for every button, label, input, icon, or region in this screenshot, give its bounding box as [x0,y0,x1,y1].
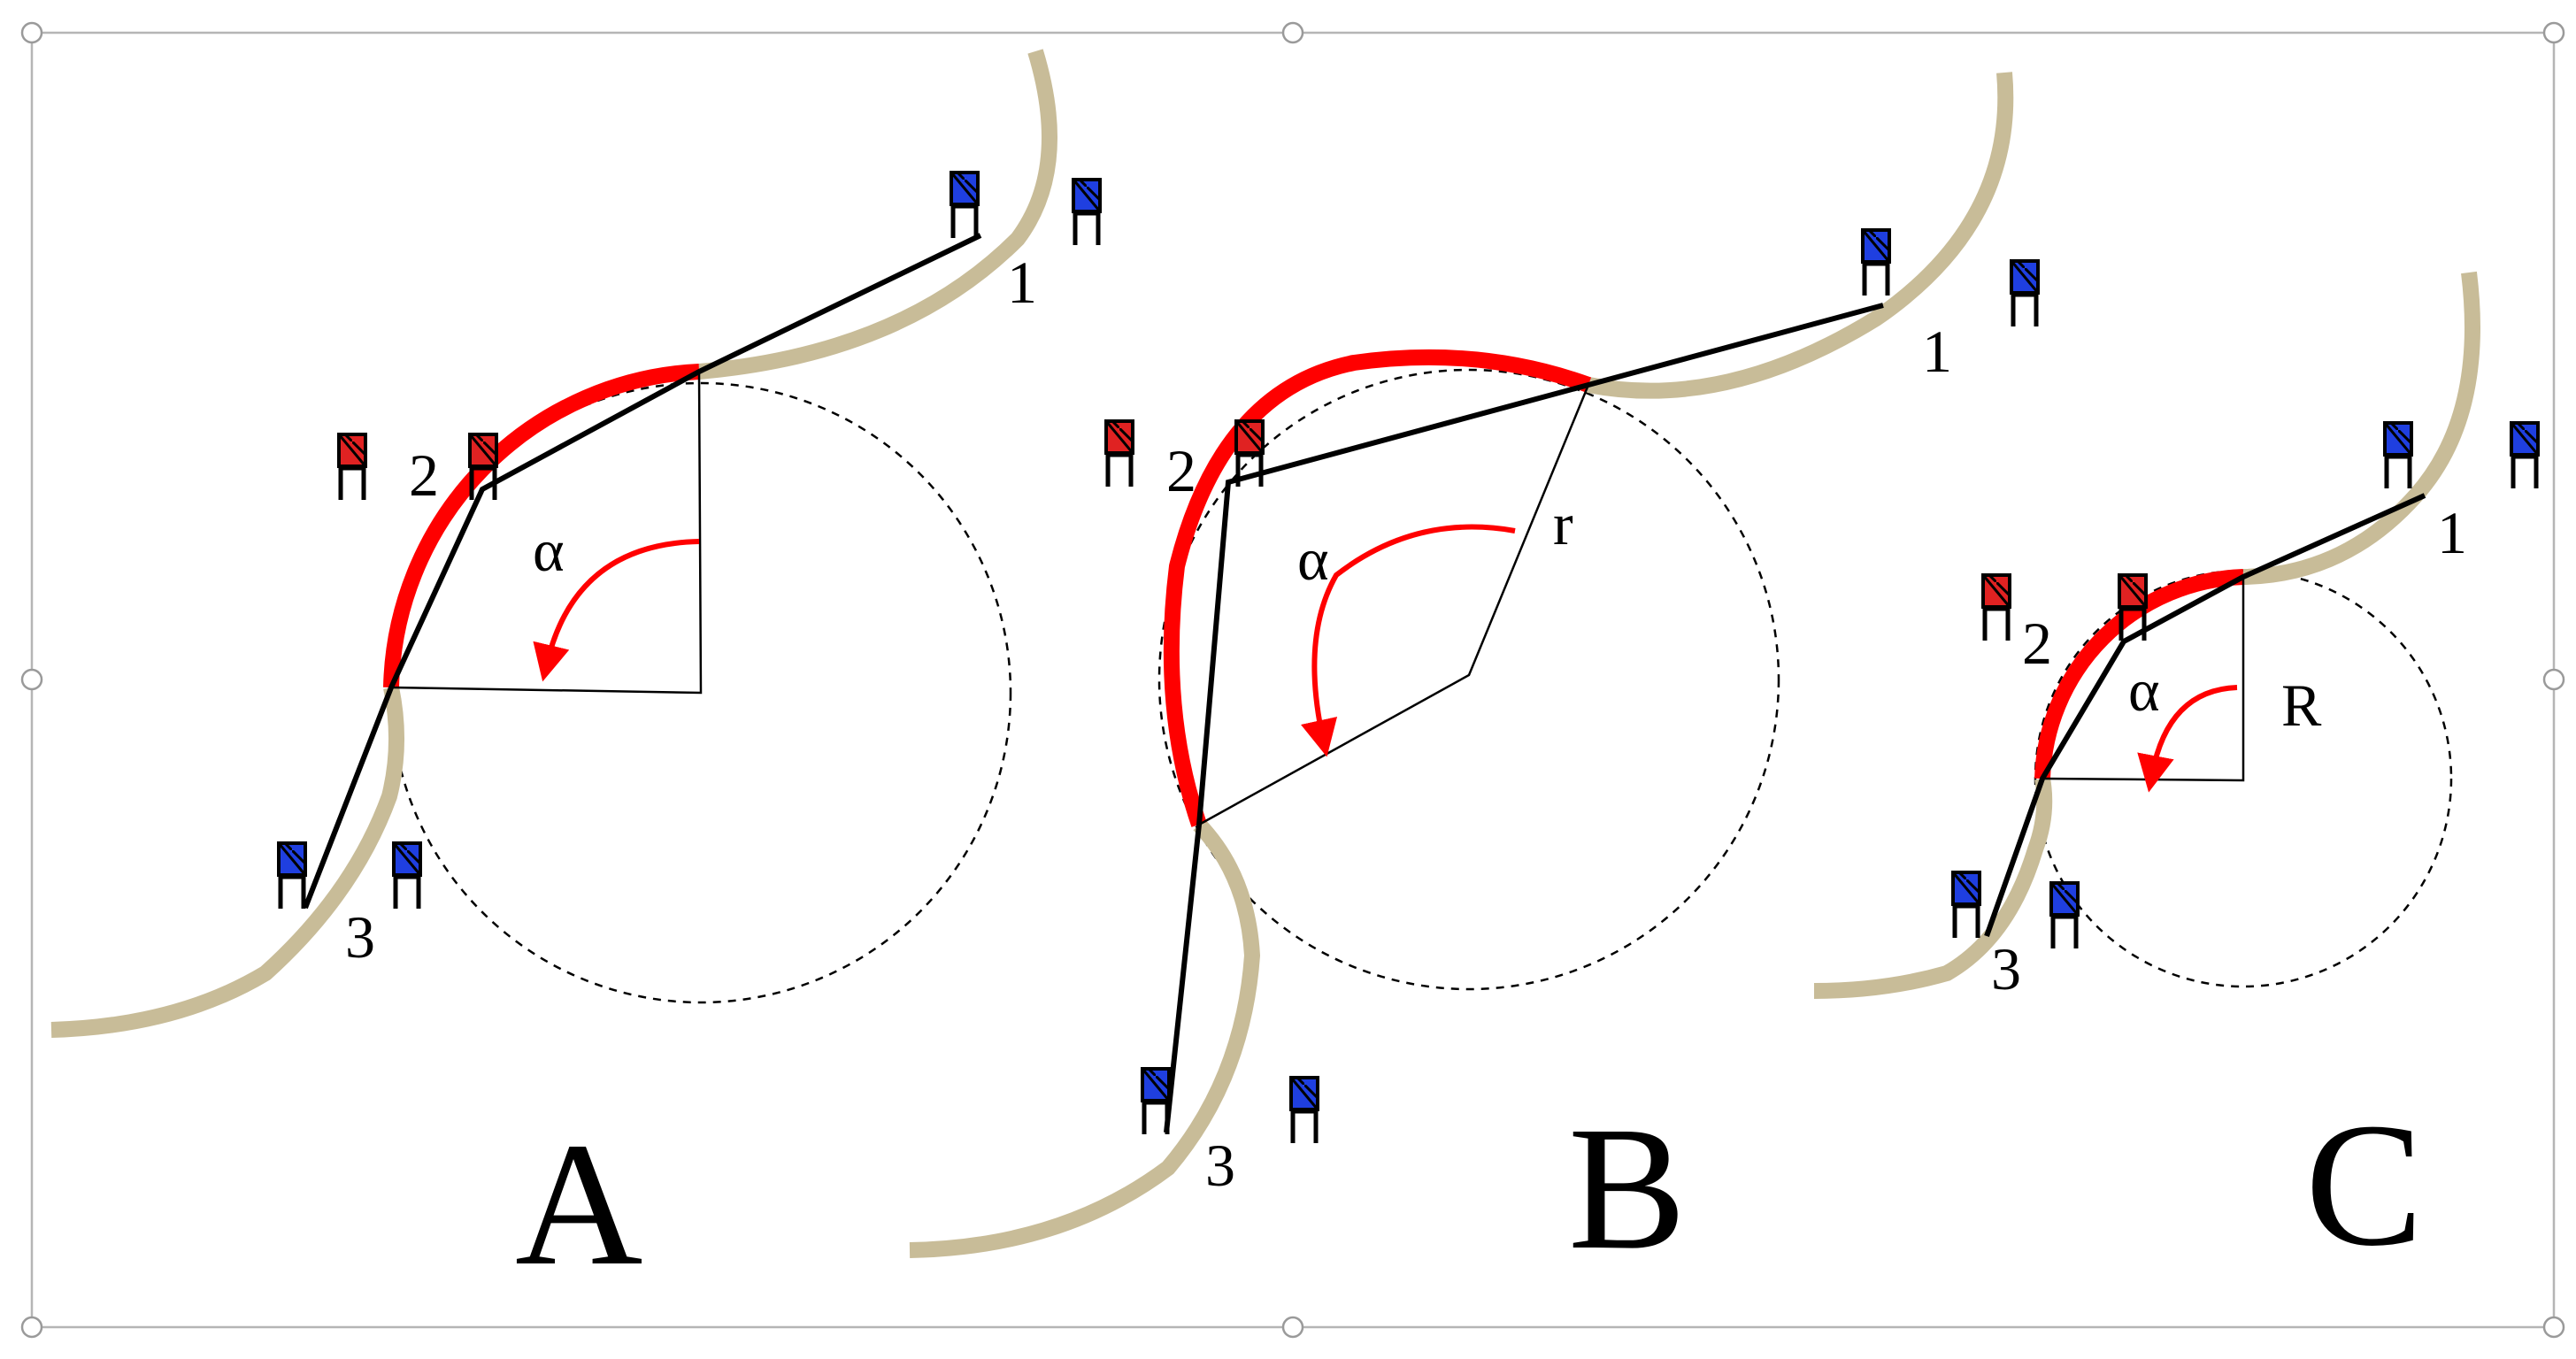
signal-number-2: 2 [409,441,439,509]
radius-lines [1198,384,1590,826]
signal-3-near [279,843,305,909]
panel-letter: B [1568,1091,1686,1286]
resize-handle-right[interactable] [2542,668,2565,691]
radius-label: R [2281,672,2322,739]
track-lower [50,686,404,1038]
signal-number-3: 3 [1205,1132,1235,1199]
signal-1-near [951,173,978,238]
signal-number-1: 1 [1922,318,1952,385]
track-lower [909,818,1261,1258]
signal-number-2: 2 [1166,437,1196,504]
panel-c: α R 1 2 3 C [1813,271,2538,1283]
resize-handle-top-left[interactable] [20,21,43,44]
signal-1-far [1073,180,1100,245]
radius-lines [2042,577,2245,782]
signal-3-near [1953,872,1980,938]
chord-line [1164,303,1884,1133]
selection-frame[interactable] [20,21,2565,1339]
signal-number-1: 1 [1007,249,1037,316]
signal-number-2: 2 [2022,610,2052,677]
resize-handle-left[interactable] [20,668,43,691]
signal-number-3: 3 [1991,935,2021,1002]
signal-2-near [2119,575,2146,641]
radius-label: r [1553,490,1573,557]
angle-arrow [533,539,700,682]
resize-handle-bottom-right[interactable] [2542,1316,2565,1339]
signal-1-near [1863,230,1889,296]
signal-2-far [1983,575,2010,641]
track-upper [698,49,1057,380]
signal-2-far [339,434,365,500]
signal-number-1: 1 [2437,499,2467,566]
signal-2-far [1106,421,1133,487]
chord-line [1984,493,2426,938]
angle-label: α [2128,656,2160,724]
curve-arc [2034,569,2244,779]
panel-b: α r 1 2 3 B [909,72,2038,1286]
panel-letter: C [2305,1087,2423,1283]
signal-3-far [394,843,420,909]
curve-arc [1163,349,1592,827]
resize-handle-top-right[interactable] [2542,21,2565,44]
resize-handle-bottom-left[interactable] [20,1316,43,1339]
panel-letter: A [515,1107,642,1302]
track-lower [1813,777,2053,999]
angle-arrow [2137,685,2238,793]
resize-handle-bottom[interactable] [1281,1316,1304,1339]
chord-line [303,233,982,910]
signal-1-far [2511,423,2538,488]
signal-1-far [2011,261,2038,326]
angle-label: α [1297,526,1329,593]
signal-number-3: 3 [345,903,375,971]
signal-3-far [1291,1078,1318,1143]
resize-handle-top[interactable] [1281,21,1304,44]
signal-3-far [2051,883,2078,948]
radius-lines [390,371,703,695]
angle-label: α [533,517,565,584]
curve-circle [389,381,1012,1004]
signal-1-near [2385,423,2411,488]
panel-a: α 1 2 3 A [50,49,1100,1302]
curve-circle [1157,368,1780,991]
signal-3-near [1142,1069,1169,1134]
angle-arrow [1301,524,1516,757]
track-upper [2242,271,2480,585]
track-upper [1587,72,2014,399]
